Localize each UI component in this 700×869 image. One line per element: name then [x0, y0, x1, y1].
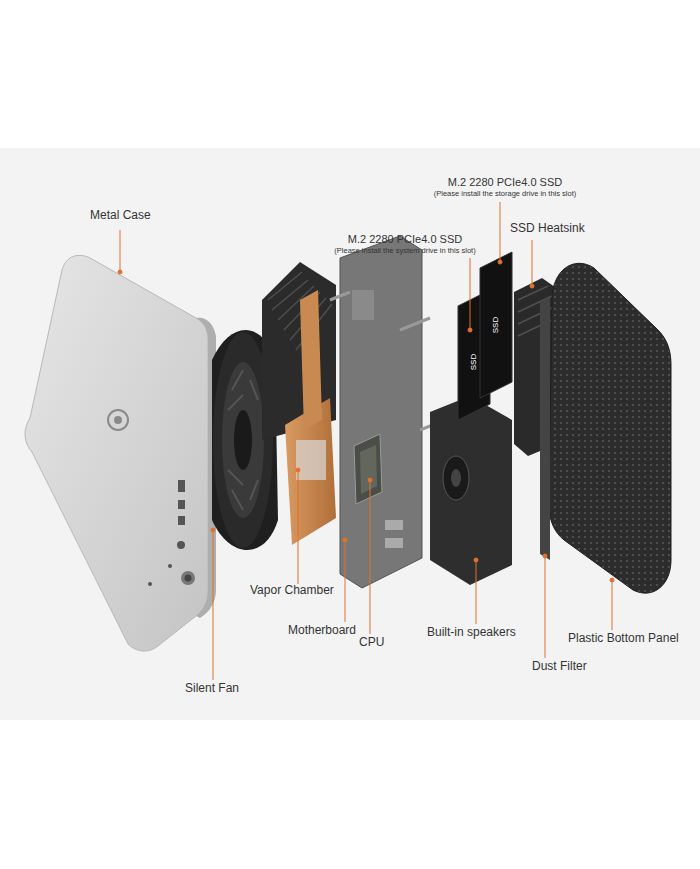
part-label: Motherboard	[288, 624, 356, 638]
part-label: Plastic Bottom Panel	[568, 632, 679, 646]
part-label: SSD Heatsink	[510, 222, 585, 236]
part-label: CPU	[359, 636, 384, 650]
install-note: (Please install the system drive in this…	[334, 247, 475, 256]
part-label: Dust Filter	[532, 660, 587, 674]
ssd-print: SSD	[491, 317, 500, 333]
vapor-chamber	[285, 290, 336, 545]
install-note: (Please install the storage drive in thi…	[434, 190, 577, 199]
leader-lines	[118, 202, 614, 680]
ssd-drives	[458, 252, 512, 420]
cpu-chip	[354, 434, 382, 504]
part-label: Built-in speakers	[427, 626, 516, 640]
metal-case	[25, 255, 216, 651]
part-label: Silent Fan	[185, 682, 239, 696]
speaker-module	[430, 396, 512, 585]
background-band	[0, 148, 700, 720]
ssd-print: SSD	[469, 354, 478, 370]
bottom-panel	[540, 263, 671, 593]
part-label: Vapor Chamber	[250, 584, 334, 598]
part-label: M.2 2280 PCIe4.0 SSD	[448, 176, 562, 189]
part-label: M.2 2280 PCIe4.0 SSD	[348, 233, 462, 246]
motherboard	[330, 236, 445, 588]
part-label: Metal Case	[90, 209, 151, 223]
